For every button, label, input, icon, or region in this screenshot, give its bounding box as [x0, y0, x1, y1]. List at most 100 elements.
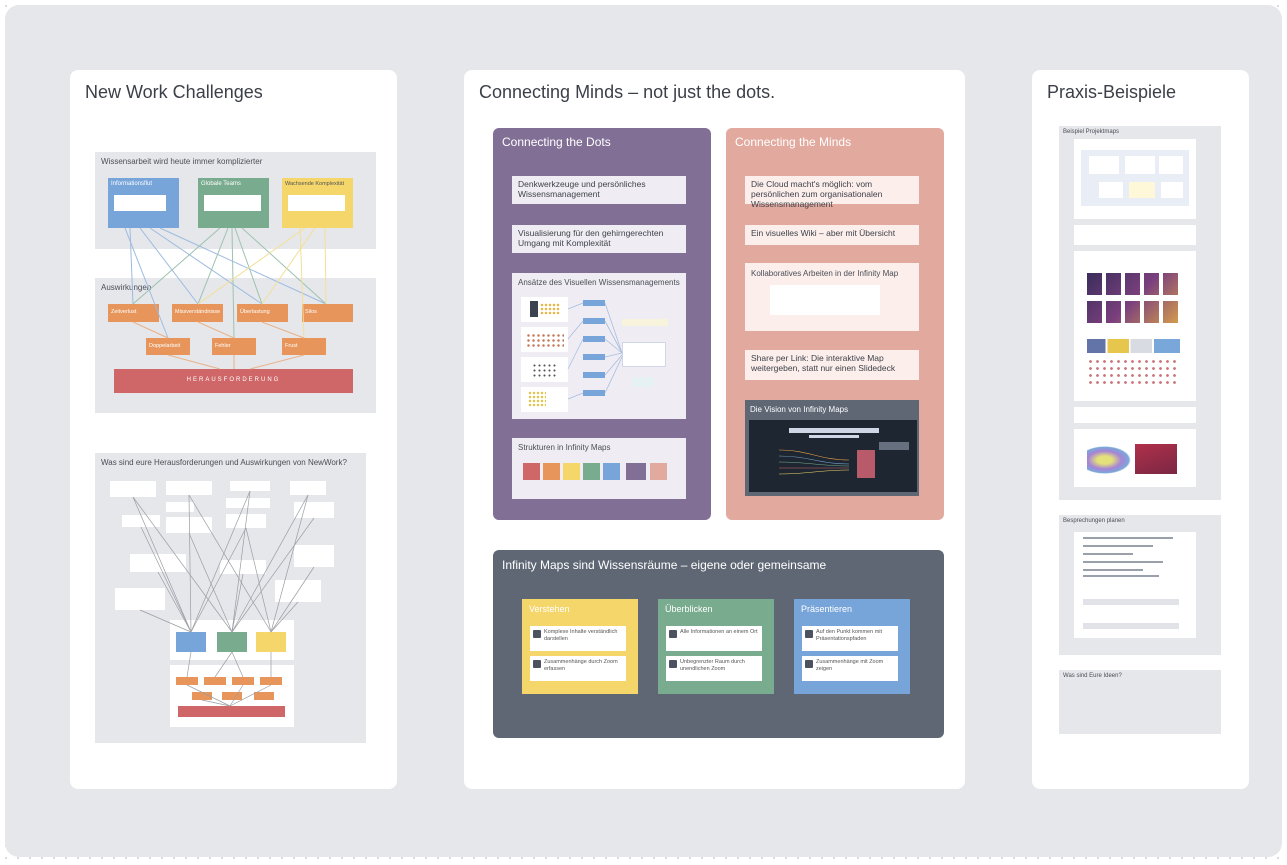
challenge-note: [288, 195, 345, 211]
map-icon: [669, 630, 677, 638]
challenge-label: Wachsende Komplexität: [285, 181, 345, 187]
effect-box[interactable]: Überlastung: [237, 304, 288, 322]
column-title: Verstehen: [529, 604, 570, 614]
search-icon: [533, 660, 541, 668]
sticky-note[interactable]: [122, 515, 160, 527]
structure-icon: [626, 463, 646, 480]
meeting-note[interactable]: [1074, 532, 1196, 638]
thumb-dots: [526, 333, 564, 347]
effect-box[interactable]: Fehler: [212, 338, 256, 355]
vision-title: Die Vision von Infinity Maps: [750, 405, 849, 414]
analysis-title: Ansätze des Visuellen Wissensmanagements: [518, 278, 680, 287]
mini-orange: [176, 677, 198, 685]
column-item[interactable]: Auf den Punkt kommen mit Präsentationspf…: [802, 626, 898, 651]
mini-orange: [254, 692, 274, 700]
vision-area[interactable]: Die Vision von Infinity Maps: [745, 400, 919, 496]
section-title: Was sind eure Herausforderungen und Ausw…: [101, 458, 347, 467]
herausforderung-bar[interactable]: HERAUSFORDERUNG: [114, 369, 353, 393]
challenge-box-komplexitaet[interactable]: Wachsende Komplexität: [282, 178, 353, 228]
card-connecting-minds[interactable]: Connecting Minds – not just the dots. Co…: [464, 70, 965, 789]
sticky-note[interactable]: [294, 502, 334, 518]
sticky-note[interactable]: [166, 517, 212, 533]
section-title: Auswirkungen: [101, 283, 152, 292]
column-praesentieren[interactable]: Präsentieren Auf den Punkt kommen mit Pr…: [794, 599, 910, 694]
example-thumb-inner: [1099, 182, 1123, 198]
note-cloud[interactable]: Die Cloud macht's möglich: vom persönlic…: [745, 176, 919, 209]
sticky-note[interactable]: [230, 481, 270, 491]
sticky-note[interactable]: [226, 514, 266, 528]
sticky-note[interactable]: [226, 498, 270, 508]
sticky-note[interactable]: [290, 481, 326, 495]
mini-green: [217, 632, 247, 652]
column-item[interactable]: Zusammenhänge mit Zoom zeigen: [802, 656, 898, 681]
column-item[interactable]: Unbegrenzter Raum durch unendlichen Zoom: [666, 656, 762, 681]
meeting-line: [1083, 545, 1153, 547]
effect-box[interactable]: Doppelarbeit: [146, 338, 190, 355]
sticky-note[interactable]: [275, 580, 321, 602]
example-thumb-inner: [1089, 156, 1119, 174]
column-verstehen[interactable]: Verstehen Komplexe Inhalte verständlich …: [522, 599, 638, 694]
column-item[interactable]: Komplexe Inhalte verständlich darstellen: [530, 626, 626, 651]
note-share-link[interactable]: Share per Link: Die interaktive Map weit…: [745, 350, 919, 380]
card-title: Praxis-Beispiele: [1047, 82, 1177, 102]
sticky-note[interactable]: [115, 588, 165, 610]
panel-knowledge-spaces[interactable]: Infinity Maps sind Wissensräume – eigene…: [493, 550, 944, 738]
panel-title: Connecting the Minds: [735, 135, 852, 149]
challenge-box-informationsflut[interactable]: Informationsflut: [108, 178, 179, 228]
yellow-tag: [622, 319, 668, 326]
card-praxis-beispiele[interactable]: Praxis-Beispiele Beispiel Projektmaps Be…: [1032, 70, 1249, 789]
mini-blue: [176, 632, 206, 652]
column-title: Überblicken: [665, 604, 713, 614]
blue-tag: [583, 336, 605, 342]
sticky-note[interactable]: [130, 554, 186, 572]
meeting-bar: [1083, 623, 1179, 629]
card-title: New Work Challenges: [85, 82, 263, 102]
sticky-note[interactable]: [220, 560, 266, 574]
structure-icon: [603, 463, 620, 480]
collab-area[interactable]: Kollaboratives Arbeiten in der Infinity …: [745, 263, 919, 331]
analysis-area[interactable]: Ansätze des Visuellen Wissensmanagements: [512, 273, 686, 419]
meeting-line: [1083, 569, 1143, 571]
screen-icon: [805, 660, 813, 668]
effect-box[interactable]: Missverständnisse: [172, 304, 223, 322]
mini-orange: [232, 677, 254, 685]
panel-title: Connecting the Dots: [502, 135, 611, 149]
note-visual-wiki[interactable]: Ein visuelles Wiki – aber mit Übersicht: [745, 225, 919, 245]
sticky-note[interactable]: [166, 481, 212, 495]
meeting-line: [1083, 575, 1159, 577]
card-new-work-challenges[interactable]: New Work Challenges Wissensarbeit wird h…: [70, 70, 397, 789]
sticky-note[interactable]: [166, 502, 194, 512]
challenge-box-globale-teams[interactable]: Globale Teams: [198, 178, 269, 228]
effect-box[interactable]: Frust: [282, 338, 326, 355]
panel-connecting-the-dots[interactable]: Connecting the Dots Denkwerkzeuge und pe…: [493, 128, 711, 520]
example-note[interactable]: [1074, 407, 1196, 423]
section-projektmaps[interactable]: Beispiel Projektmaps: [1059, 126, 1221, 500]
thumb-dots: [540, 303, 560, 315]
sticky-note[interactable]: [110, 481, 156, 497]
structure-icon: [583, 463, 600, 480]
column-ueberblicken[interactable]: Überblicken Alle Informationen an einem …: [658, 599, 774, 694]
note-visualisierung[interactable]: Visualisierung für den gehirngerechten U…: [512, 225, 686, 253]
blue-tag: [583, 354, 605, 360]
effect-box[interactable]: Silos: [302, 304, 353, 322]
sticky-note[interactable]: [294, 545, 334, 567]
chart-blob: [1087, 446, 1131, 474]
structure-icon: [543, 463, 560, 480]
vision-image: [749, 420, 917, 492]
section-ideen[interactable]: Was sind Eure Ideen?: [1059, 670, 1221, 734]
section-besprechungen[interactable]: Besprechungen planen: [1059, 515, 1221, 655]
example-note[interactable]: [1074, 225, 1196, 245]
note-denkwerkzeuge[interactable]: Denkwerkzeuge und persönliches Wissensma…: [512, 176, 686, 204]
column-item[interactable]: Alle Informationen an einem Ort: [666, 626, 762, 651]
zoom-icon: [669, 660, 677, 668]
effect-box[interactable]: Zeitverlust: [108, 304, 159, 322]
column-item[interactable]: Zusammenhänge durch Zoom erfassen: [530, 656, 626, 681]
structures-area[interactable]: Strukturen in Infinity Maps: [512, 438, 686, 499]
structure-icon: [650, 463, 667, 480]
panel-connecting-the-minds[interactable]: Connecting the Minds Die Cloud macht's m…: [726, 128, 944, 520]
structure-icon: [563, 463, 580, 480]
section-title: Beispiel Projektmaps: [1063, 129, 1120, 135]
mini-orange: [222, 692, 242, 700]
meeting-bar: [1083, 599, 1179, 605]
section-title: Was sind Eure Ideen?: [1063, 673, 1122, 679]
